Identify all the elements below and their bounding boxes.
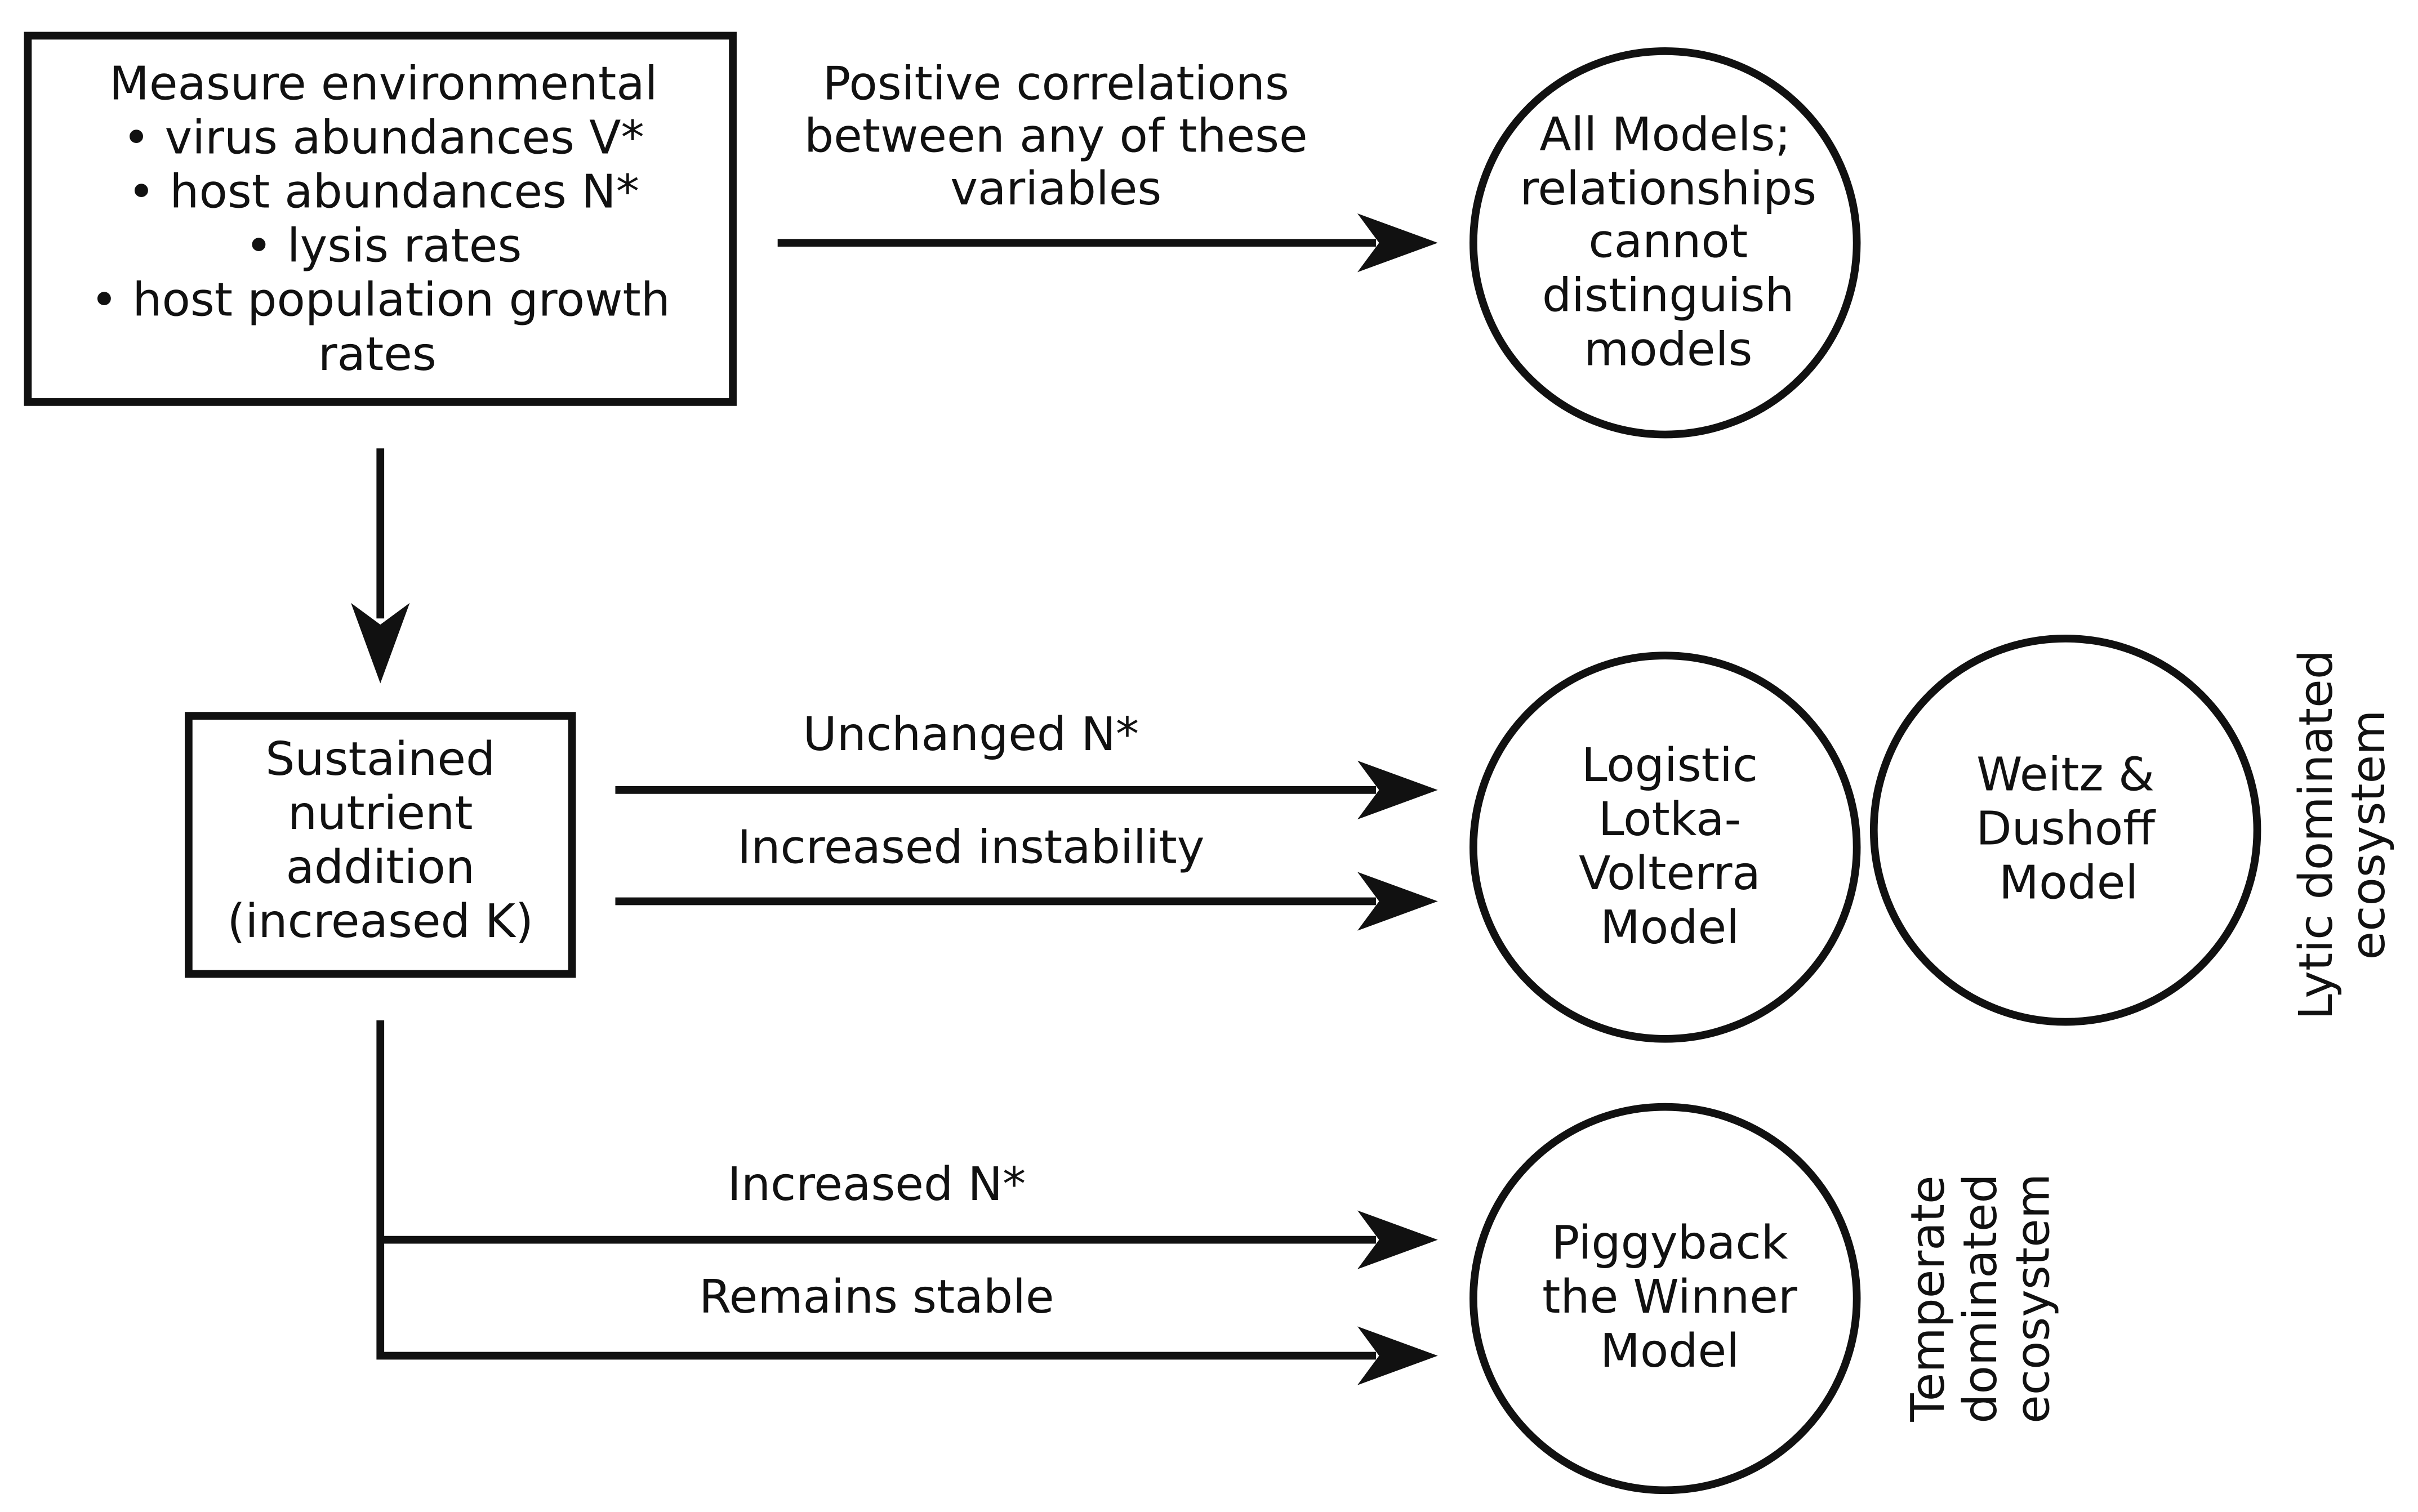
all-models-line: cannot — [1588, 215, 1748, 268]
correlation-label-line: variables — [950, 162, 1161, 216]
logistic-lotka-volterra-circle — [1469, 652, 1861, 1043]
increased-n-label: Increased N* — [728, 1158, 1026, 1211]
nutrient-box: Sustained nutrient addition (increased K… — [185, 712, 576, 978]
arrow-head-icon — [1357, 872, 1438, 931]
nutrient-box-line: Sustained — [265, 733, 495, 786]
all-models-line: models — [1584, 323, 1752, 377]
down-arrow — [351, 448, 410, 684]
all-models-circle — [1469, 47, 1861, 439]
nutrient-box-line: nutrient — [288, 787, 473, 840]
lytic-branch: Unchanged N* Increased instability Logis… — [615, 635, 2395, 1043]
weitz-circle-line: Model — [1999, 857, 2138, 910]
all-models-line: relationships — [1520, 162, 1816, 216]
temperate-side-label-line: ecosystem — [2006, 1174, 2060, 1424]
logistic-circle-line: Model — [1600, 901, 1739, 955]
measure-box: Measure environmental • virus abundances… — [24, 32, 737, 406]
measure-box-line: • host population growth — [91, 274, 670, 327]
measure-box-line: • virus abundances V* — [123, 111, 644, 164]
temperate-side-label: Temperate dominated ecosystem — [1902, 1174, 2060, 1424]
arrow-head-icon — [1357, 760, 1438, 820]
logistic-circle-line: Volterra — [1579, 847, 1761, 900]
correlation-label-line: between any of these — [804, 110, 1308, 163]
temperate-branch: Increased N* Remains stable Piggyback th… — [376, 1020, 2060, 1495]
piggyback-circle-line: Piggyback — [1552, 1216, 1788, 1270]
increased-instability-label: Increased instability — [737, 820, 1204, 874]
weitz-circle-line: Weitz & — [1976, 748, 2154, 801]
nutrient-box-border — [185, 712, 576, 978]
logistic-circle-line: Logistic — [1582, 739, 1758, 792]
weitz-circle-line: Dushoff — [1976, 802, 2156, 855]
all-models-line: distinguish — [1542, 269, 1794, 322]
measure-box-line: • lysis rates — [245, 220, 522, 273]
all-models-line: All Models; — [1539, 108, 1791, 162]
correlation-label-line: Positive correlations — [823, 57, 1289, 110]
weitz-dushoff-circle — [1869, 635, 2261, 1026]
lytic-side-label: Lytic dominated ecosystem — [2290, 650, 2395, 1020]
measure-box-line: rates — [318, 328, 437, 381]
unchanged-n-label: Unchanged N* — [803, 708, 1139, 761]
piggyback-circle-line: the Winner — [1542, 1270, 1797, 1324]
arrow-head-icon — [1357, 1210, 1438, 1269]
temperate-side-label-line: dominated — [1954, 1174, 2007, 1424]
nutrient-box-line: addition — [286, 841, 475, 894]
arrow-head-icon — [1357, 213, 1438, 273]
branch-line — [376, 1020, 1376, 1360]
measure-box-line: • host abundances N* — [128, 166, 639, 219]
arrow-head-icon — [351, 603, 410, 684]
temperate-side-label-line: Temperate — [1902, 1175, 1955, 1422]
lytic-side-label-line: Lytic dominated — [2290, 650, 2343, 1020]
measure-box-line: Measure environmental — [109, 57, 658, 110]
nutrient-box-line: (increased K) — [227, 895, 533, 948]
measure-box-border — [24, 32, 737, 406]
logistic-circle-line: Lotka- — [1598, 793, 1741, 846]
piggyback-the-winner-circle — [1469, 1103, 1861, 1495]
piggyback-circle-line: Model — [1600, 1324, 1739, 1378]
correlation-arrow: Positive correlations between any of the… — [777, 57, 1438, 273]
lytic-side-label-line: ecosystem — [2342, 710, 2395, 960]
arrow-head-icon — [1357, 1326, 1438, 1385]
remains-stable-label: Remains stable — [699, 1270, 1054, 1324]
